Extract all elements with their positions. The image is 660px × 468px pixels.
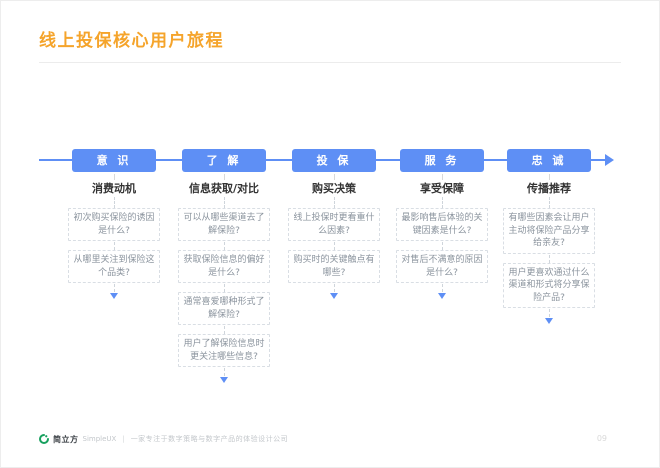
- stage-sublabel: 传播推荐: [527, 182, 571, 195]
- timeline-arrow-icon: [605, 154, 614, 166]
- down-arrow-icon: [438, 293, 446, 299]
- stage-sublabel: 购买决策: [312, 182, 356, 195]
- question-box: 初次购买保险的诱因是什么?: [68, 208, 160, 241]
- dashed-connector: [113, 197, 115, 208]
- dashed-connector: [333, 197, 335, 208]
- stage-column-5: 传播推荐有哪些因素会让用户主动将保险产品分享给亲友? 用户更喜欢通过什么渠道和形式…: [503, 172, 595, 324]
- stage-tick: [333, 174, 335, 180]
- question-box: 通常喜爱哪种形式了解保险?: [178, 292, 270, 325]
- question-box: 用户更喜欢通过什么渠道和形式将分享保险产品?: [503, 262, 595, 308]
- dashed-connector: [441, 242, 443, 250]
- question-box: 用户了解保险信息时更关注哪些信息?: [178, 334, 270, 367]
- dashed-connector: [548, 197, 550, 208]
- dashed-connector: [113, 242, 115, 250]
- question-box: 可以从哪些渠道去了解保险?: [178, 208, 270, 241]
- page-title: 线上投保核心用户旅程: [39, 31, 224, 51]
- footer-tagline: 一家专注于数字策略与数字产品的体验设计公司: [130, 435, 289, 443]
- dashed-connector: [223, 368, 225, 376]
- dashed-connector: [223, 197, 225, 208]
- dashed-connector: [333, 242, 335, 250]
- down-arrow-icon: [110, 293, 118, 299]
- brand-name: 简立方: [53, 434, 79, 444]
- title-divider: [39, 62, 621, 63]
- stage-tick: [113, 174, 115, 180]
- stage-button-2: 了 解: [182, 149, 266, 172]
- question-box: 线上投保时更看重什么因素?: [288, 208, 380, 241]
- stage-column-1: 消费动机初次购买保险的诱因是什么? 从哪里关注到保险这个品类?: [68, 172, 160, 299]
- question-box: 购买时的关键触点有哪些?: [288, 250, 380, 283]
- dashed-connector: [223, 242, 225, 250]
- dashed-connector: [441, 284, 443, 292]
- down-arrow-icon: [330, 293, 338, 299]
- footer: 简立方 SimpleUX | 一家专注于数字策略与数字产品的体验设计公司: [39, 433, 288, 445]
- footer-separator: |: [122, 435, 125, 443]
- dashed-connector: [113, 284, 115, 292]
- dashed-connector: [548, 309, 550, 317]
- stage-button-1: 意 识: [72, 149, 156, 172]
- dashed-connector: [223, 326, 225, 334]
- stage-column-3: 购买决策线上投保时更看重什么因素? 购买时的关键触点有哪些?: [288, 172, 380, 299]
- stage-column-2: 信息获取/对比可以从哪些渠道去了解保险? 获取保险信息的偏好是什么? 通常喜爱哪种形…: [178, 172, 270, 383]
- logo-icon: [39, 434, 49, 444]
- stage-column-4: 享受保障最影响售后体验的关键因素是什么? 对售后不满意的原因是什么?: [396, 172, 488, 299]
- brand-name-en: SimpleUX: [82, 435, 117, 443]
- stage-sublabel: 消费动机: [92, 182, 136, 195]
- stage-button-5: 忠 诚: [507, 149, 591, 172]
- dashed-connector: [441, 197, 443, 208]
- page-number: 09: [596, 434, 607, 443]
- stage-button-3: 投 保: [292, 149, 376, 172]
- dashed-connector: [223, 284, 225, 292]
- dashed-connector: [333, 284, 335, 292]
- question-box: 有哪些因素会让用户主动将保险产品分享给亲友?: [503, 208, 595, 254]
- question-box: 对售后不满意的原因是什么?: [396, 250, 488, 283]
- stage-tick: [441, 174, 443, 180]
- dashed-connector: [548, 254, 550, 263]
- question-box: 获取保险信息的偏好是什么?: [178, 250, 270, 283]
- question-box: 从哪里关注到保险这个品类?: [68, 250, 160, 283]
- down-arrow-icon: [545, 318, 553, 324]
- stage-tick: [548, 174, 550, 180]
- down-arrow-icon: [220, 377, 228, 383]
- stage-button-4: 服 务: [400, 149, 484, 172]
- question-box: 最影响售后体验的关键因素是什么?: [396, 208, 488, 241]
- stage-sublabel: 享受保障: [420, 182, 464, 195]
- stage-sublabel: 信息获取/对比: [188, 182, 260, 195]
- stage-tick: [223, 174, 225, 180]
